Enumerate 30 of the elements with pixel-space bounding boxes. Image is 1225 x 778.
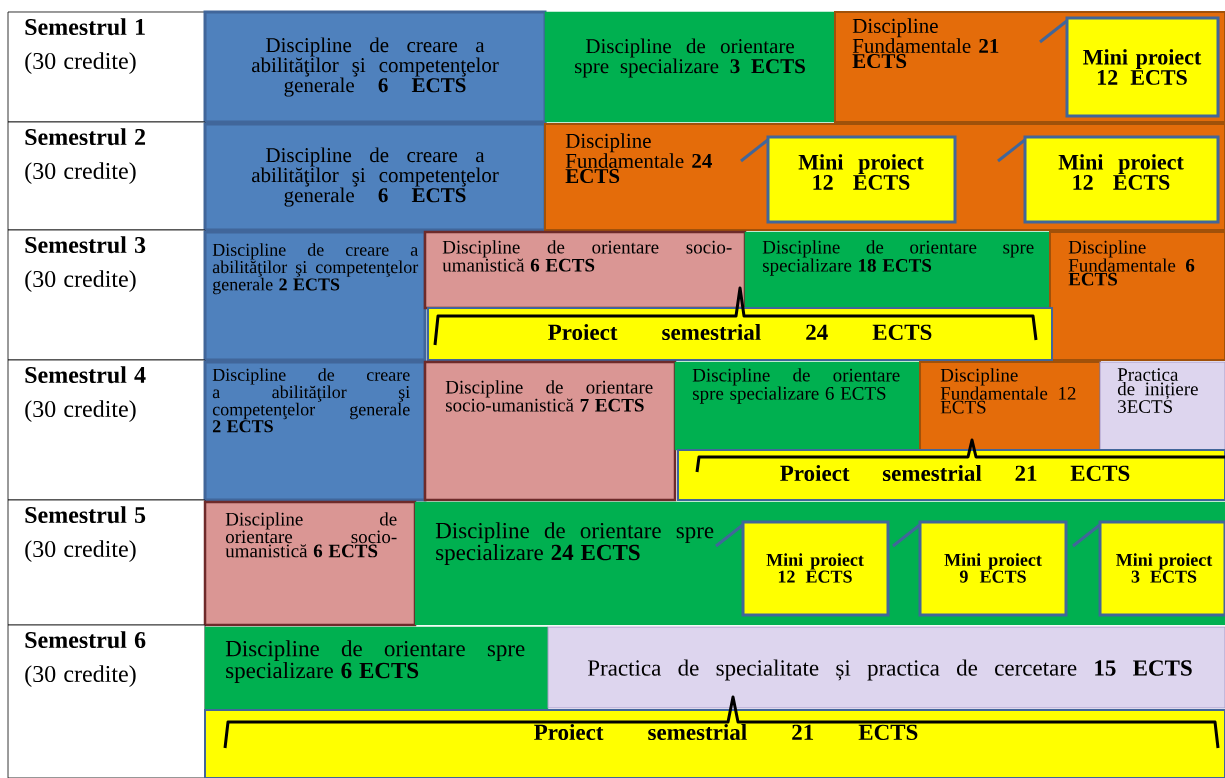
course-block: Discipline de orientare spre specializare 6 ECTS — [204, 626, 549, 711]
project-band: Proiect semestrial 21 ECTS — [204, 709, 1225, 778]
semester-cell: Semestrul 5 (30 credite) — [7, 499, 206, 626]
course-block: Discipline de creare a abilităţilor şi competenţelor generale 6 ECTS — [203, 10, 547, 124]
course-block: Discipline de orientare spre specializare 3 ECTS — [544, 11, 836, 123]
callout-box: Mini proiect 12 ECTS — [997, 135, 1220, 224]
course-block: Discipline de orientare spre specializare 18 ECTS — [744, 231, 1051, 309]
project-band: Proiect semestrial 21 ECTS — [677, 449, 1225, 501]
course-block: Discipline Fundamentale 12 ECTS — [919, 361, 1101, 451]
callout-box: Mini proiect 12 ECTS — [740, 135, 957, 224]
semester-cell: Semestrul 2 (30 credite) — [7, 121, 206, 231]
course-block: Discipline de creare a abilităţilor şi competenţelor generale 2 ECTS — [203, 230, 427, 362]
course-block: Discipline de orientare spre specializare 6 ECTS — [674, 361, 921, 451]
callout-box: Mini proiect 12 ECTS — [1039, 16, 1220, 118]
callout-box: Mini proiect 3 ECTS — [1072, 520, 1225, 617]
semester-cell: Semestrul 4 (30 credite) — [7, 359, 206, 501]
semester-cell: Semestrul 1 (30 credite) — [7, 11, 206, 123]
practice-block: Practica de specialitate și practica de cercetare 15 ECTS — [547, 626, 1225, 709]
callout-box: Mini proiect 9 ECTS — [892, 520, 1068, 617]
course-block: Discipline Fundamentale 6 ECTS — [1049, 231, 1225, 361]
callout-box: Mini proiect 12 ECTS — [715, 520, 890, 617]
course-block: Discipline de creare a abilităţilor şi competenţelor generale 6 ECTS — [203, 122, 547, 232]
course-block: Discipline de orientare socio-umanistică 7 ECTS — [423, 360, 677, 502]
course-block: Discipline de orientare socio-umanistică 6 ECTS — [423, 230, 747, 310]
course-block: Discipline de orientare socio-umanistică 6 ECTS — [203, 500, 417, 627]
project-band: Proiect semestrial 24 ECTS — [427, 307, 1053, 361]
course-block: Discipline de creare a abilităţilor şi competenţelor generale 2 ECTS — [203, 360, 427, 502]
semester-cell: Semestrul 6 (30 credite) — [7, 624, 206, 778]
practice-block: Practica de inițiere 3ECTS — [1099, 361, 1225, 451]
semester-cell: Semestrul 3 (30 credite) — [7, 229, 206, 361]
